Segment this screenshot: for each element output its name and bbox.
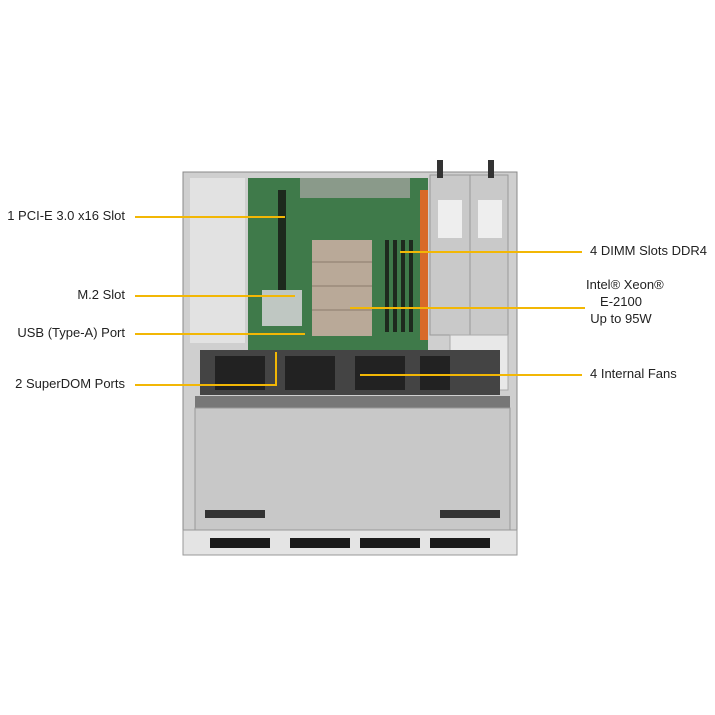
callout-cpu: Intel® Xeon® E-2100 Up to 95W bbox=[586, 276, 664, 327]
callout-pcie-slot: 1 PCI-E 3.0 x16 Slot bbox=[7, 208, 125, 223]
callout-line-usb bbox=[135, 333, 305, 335]
cpu-tdp: Up to 95W bbox=[590, 311, 652, 326]
callout-usb-port: USB (Type-A) Port bbox=[17, 325, 125, 340]
callout-internal-fans: 4 Internal Fans bbox=[590, 366, 677, 381]
callout-line-cpu bbox=[350, 307, 585, 309]
callout-line-superdom-vertical bbox=[275, 352, 277, 386]
cpu-brand: Intel® Xeon® bbox=[586, 277, 664, 292]
callout-m2-slot: M.2 Slot bbox=[77, 287, 125, 302]
callout-line-fans bbox=[360, 374, 582, 376]
callout-line-m2 bbox=[135, 295, 295, 297]
callout-dimm-slots: 4 DIMM Slots DDR4 bbox=[590, 243, 708, 258]
cpu-model: E-2100 bbox=[600, 294, 642, 309]
callout-line-pcie bbox=[135, 216, 285, 218]
callout-line-superdom bbox=[135, 384, 277, 386]
callout-superdom-ports: 2 SuperDOM Ports bbox=[15, 376, 125, 391]
callout-line-dimm bbox=[400, 251, 582, 253]
